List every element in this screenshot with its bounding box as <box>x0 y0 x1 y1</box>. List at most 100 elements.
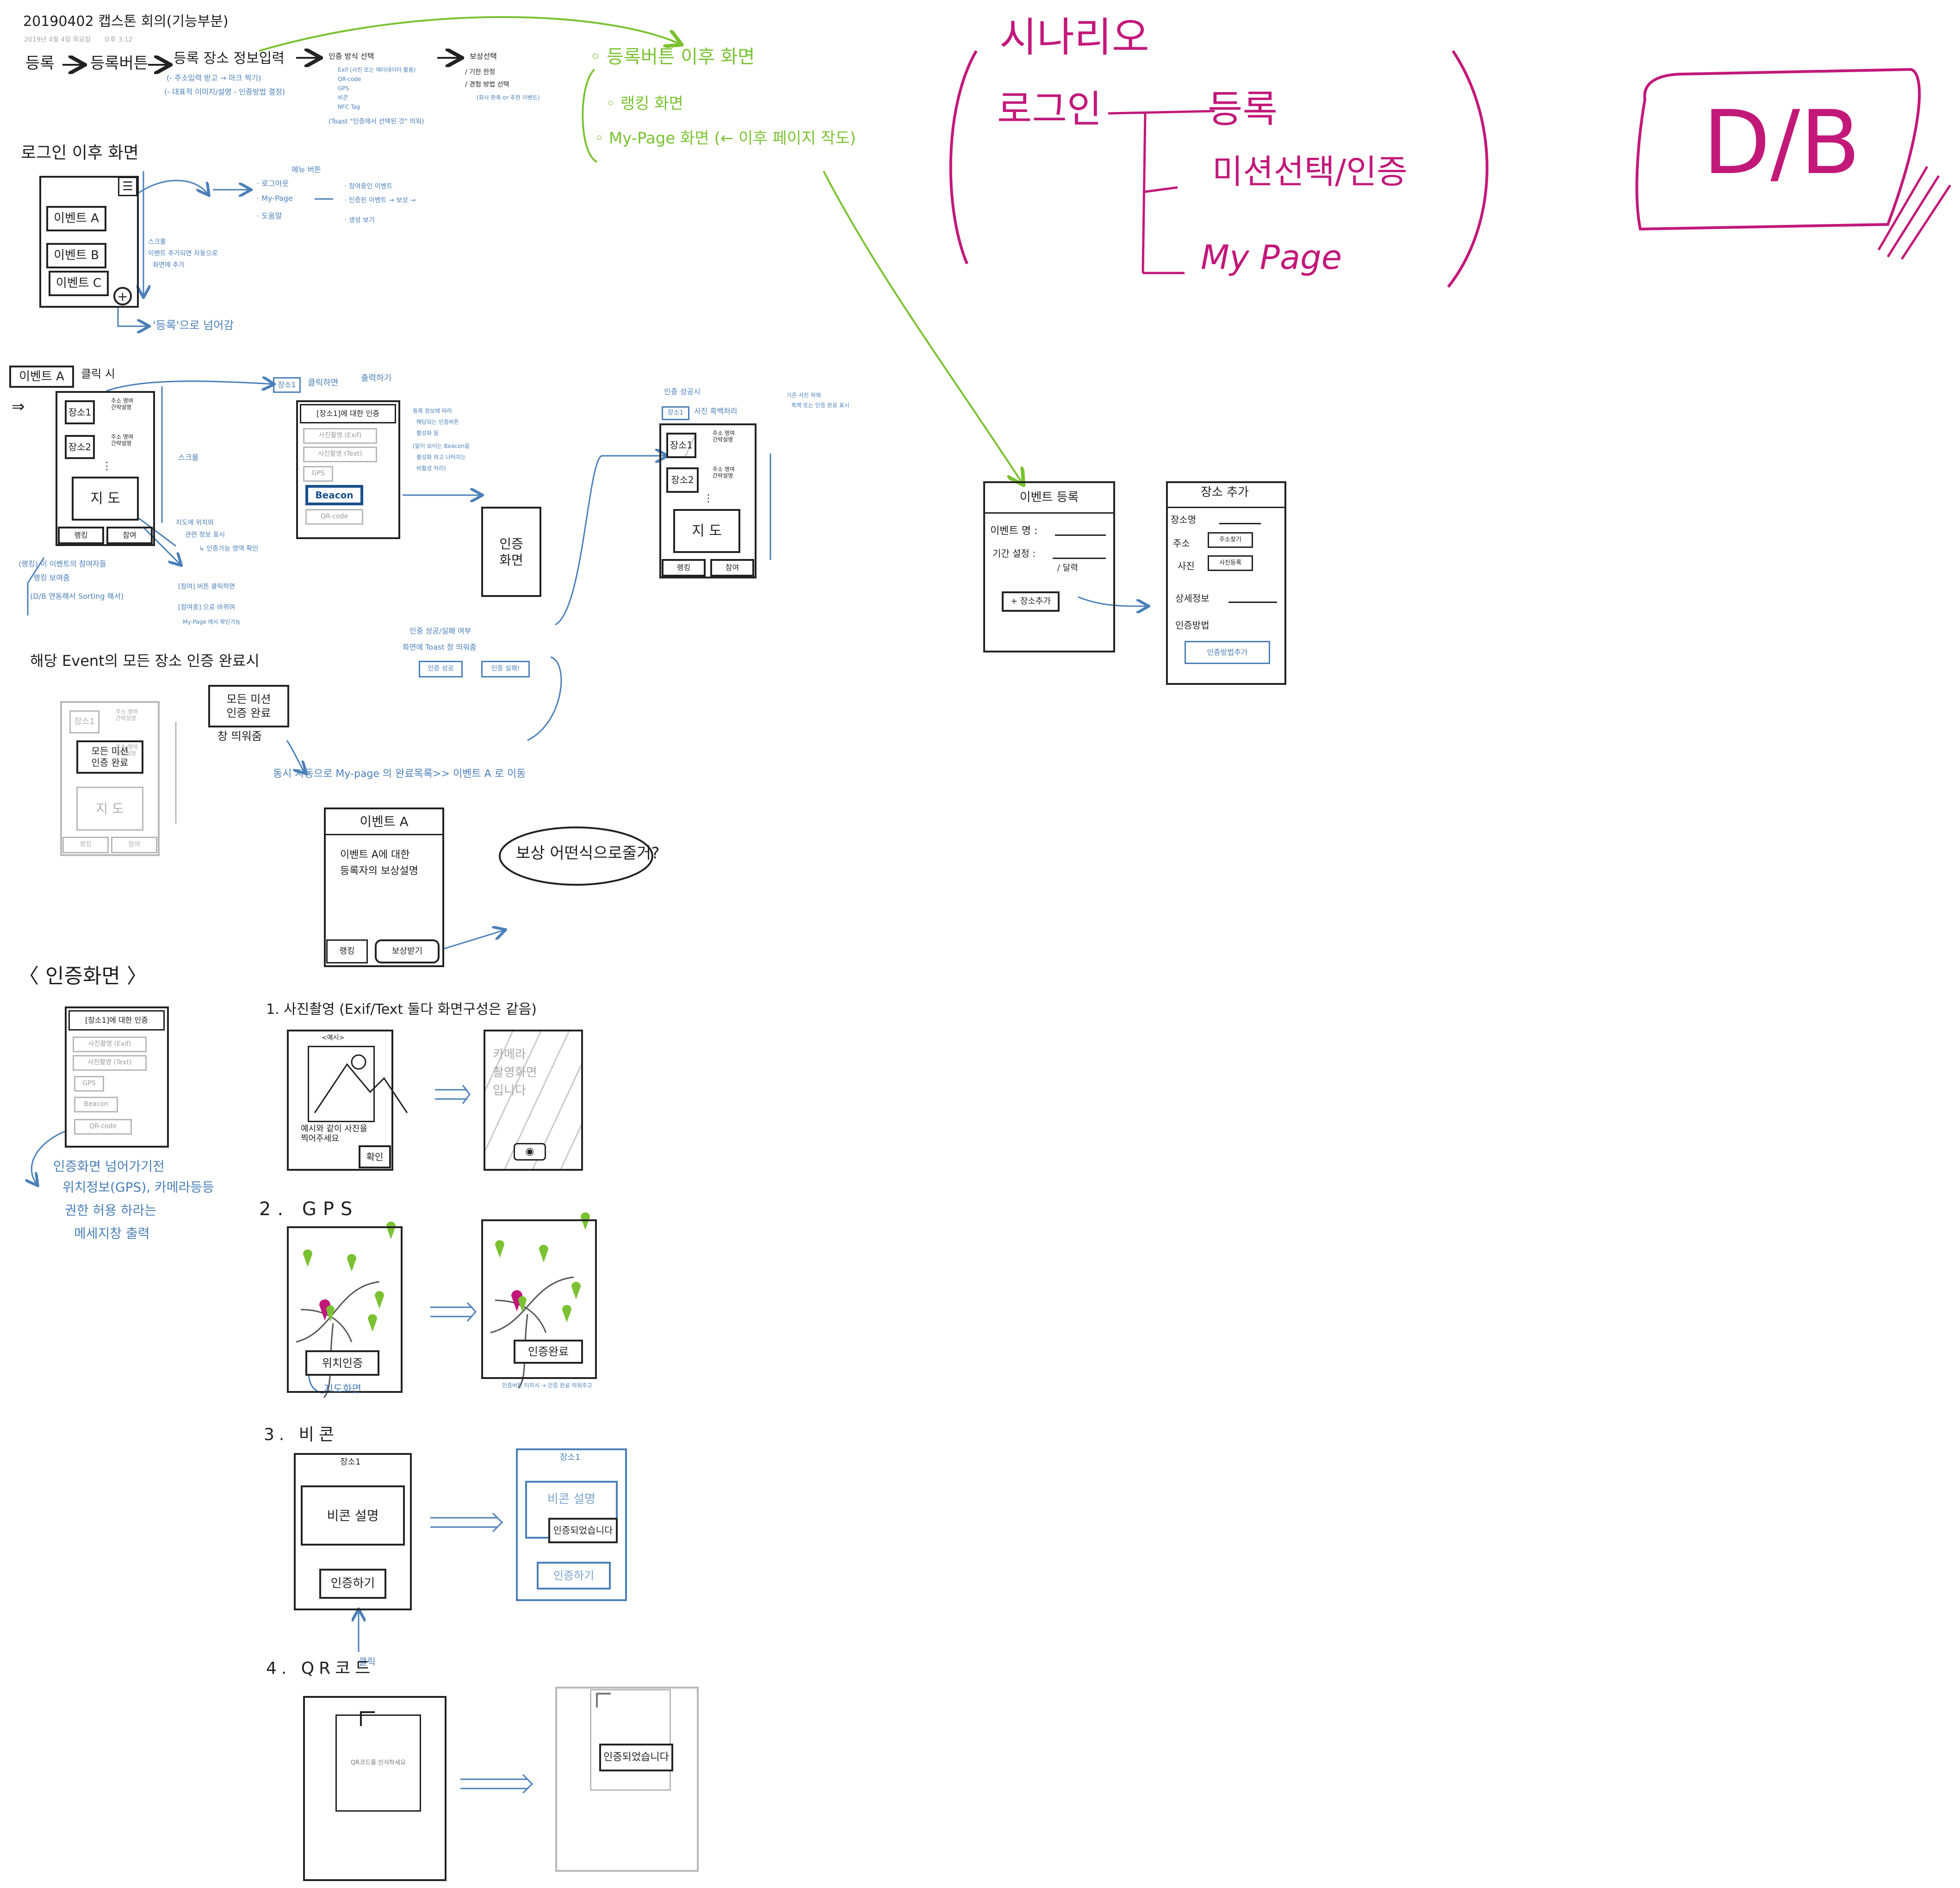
auth-list-exif[interactable]: 사진촬영 (Exif) <box>73 1037 147 1052</box>
ranking-note: (랭킹) 이 이벤트의 참여자들 <box>19 559 106 568</box>
after-place-1-desc: 주소 명여 간략설명 <box>713 430 735 443</box>
receive-reward-button[interactable]: 보상받기 <box>375 939 440 963</box>
event-a-click: 클릭 시 <box>81 367 115 380</box>
ranking-button[interactable]: 랭킹 <box>58 527 104 544</box>
auth-list-gps[interactable]: GPS <box>74 1076 104 1092</box>
upload-photo-button[interactable]: 사진등록 <box>1208 555 1253 571</box>
meta-time: 오후 3:12 <box>104 36 133 43</box>
beacon-done-toast: 인증되었습니다 <box>548 1518 618 1543</box>
auth-list-qr[interactable]: QR-code <box>74 1119 132 1135</box>
auth-list-text[interactable]: 사진촬영 (Text) <box>73 1055 147 1071</box>
menu-note-title: 메뉴 버튼 <box>292 165 321 174</box>
beacon-done-button[interactable]: 인증하기 <box>537 1562 611 1590</box>
event-complete-body: 이벤트 A에 대한 등록자의 보상설명 <box>340 849 418 877</box>
green-arc <box>259 16 680 52</box>
complete-ranking-button[interactable]: 랭킹 <box>326 939 368 963</box>
beacon-heading: 3. 비콘 <box>264 1425 339 1444</box>
auth-list-title: [장소1]에 대한 인증 <box>68 1010 165 1031</box>
scenario-close-paren <box>1447 50 1489 288</box>
calendar-button[interactable]: / 달력 <box>1057 563 1078 573</box>
register-period-input[interactable] <box>1053 558 1106 559</box>
gps-done-toast: 인증완료 <box>514 1340 583 1364</box>
detail-input[interactable] <box>1228 602 1277 603</box>
phone-after-auth <box>659 423 757 578</box>
place-2-desc: 주소 명여 간략설명 <box>111 434 133 447</box>
ghost-map: 지 도 <box>76 787 143 831</box>
place-2-thumb-after[interactable]: 장소2 <box>666 467 699 493</box>
reward-bubble-text: 보상 어떤식으로줄거? <box>516 844 660 863</box>
method-gps[interactable]: GPS <box>303 466 333 482</box>
method-qr[interactable]: QR-code <box>305 509 363 525</box>
method-text[interactable]: 사진촬영 (Text) <box>303 447 377 462</box>
method-exif[interactable]: 사진촬영 (Exif) <box>303 428 377 444</box>
photo-example-image <box>308 1046 375 1122</box>
register-name-input[interactable] <box>1055 534 1106 536</box>
place-1-thumb[interactable]: 장소1 <box>65 400 95 424</box>
beacon-auth-button[interactable]: 인증하기 <box>319 1569 386 1599</box>
event-a-card[interactable]: 이벤트 A <box>46 206 106 231</box>
photo-label: 사진 <box>1178 560 1195 571</box>
join-button[interactable]: 참여 <box>106 527 153 544</box>
place-click-note: 비활성 처리) <box>416 465 446 472</box>
photo-heading: 1. 사진촬영 (Exif/Text 둘다 화면구성은 같음) <box>266 1001 537 1018</box>
gps-pins-right <box>495 1212 590 1323</box>
after-auth-tag: 장소1 <box>662 406 689 420</box>
event-c-card[interactable]: 이벤트 C <box>49 271 109 296</box>
auth-permission-note: 위치정보(GPS), 카메라등등 <box>62 1180 214 1195</box>
ghost-phone <box>60 701 160 856</box>
join-note: [참여] 버튼 클릭하면 <box>178 583 235 590</box>
ranking-note: 랭킹 보여줌 <box>33 573 70 582</box>
after-auth-map[interactable]: 지 도 <box>673 509 740 553</box>
add-place-button[interactable]: + 장소추가 <box>1002 591 1060 612</box>
method-beacon[interactable]: Beacon <box>305 485 363 505</box>
after-join-button[interactable]: 참여 <box>710 559 754 577</box>
photo-example-desc: 예시와 같이 사진을 찍어주세요 <box>301 1124 367 1143</box>
place-auth-title: [장소1]에 대한 인증 <box>300 404 396 423</box>
scroll-note: 스크롤 <box>148 238 166 246</box>
all-done-popup-note: 창 띄워줌 <box>217 730 262 743</box>
event-a-scroll: 스크롤 <box>178 453 199 462</box>
after-ranking-button[interactable]: 랭킹 <box>662 559 706 577</box>
double-arrow-icon: ⇒ <box>12 397 25 416</box>
auth-permission-note: 메세지창 출력 <box>74 1226 150 1241</box>
after-auth-suffix: 사진 흑백처리 <box>694 407 738 416</box>
place-click-note: 활성화 됨 <box>416 430 439 436</box>
place-name-input[interactable] <box>1219 523 1261 524</box>
scenario-login: 로그인 <box>997 87 1102 131</box>
meta-date: 2019년 4월 4일 목요일 <box>24 36 91 43</box>
event-a-map[interactable]: 지 도 <box>72 477 139 521</box>
reward-bubble <box>499 826 653 886</box>
place-1-done-thumb[interactable]: 장소1 <box>666 433 696 458</box>
auth-list-beacon[interactable]: Beacon <box>74 1097 118 1112</box>
beacon-desc: 비콘 설명 <box>301 1485 405 1546</box>
camera-shutter-icon[interactable]: ◉ <box>514 1143 546 1161</box>
find-address-button[interactable]: 주소찾기 <box>1208 532 1253 548</box>
place-2-thumb[interactable]: 장소2 <box>65 435 95 459</box>
after-auth-side-note: 흑백 또는 인증 완료 표시 <box>791 402 850 409</box>
phone-place-auth <box>296 400 400 539</box>
place-click-subtitle: 출력하기 <box>361 373 392 383</box>
plus-note: '등록'으로 넘어감 <box>153 319 234 332</box>
after-login-heading: 로그인 이후 화면 <box>21 143 139 162</box>
all-done-popup: 모든 미션 인증 완료 <box>208 685 289 727</box>
phone-gps-done <box>481 1219 597 1379</box>
list-dots: ⋮ <box>703 493 713 504</box>
scroll-note: 화면에 추가 <box>153 261 185 269</box>
photo-confirm-button[interactable]: 확인 <box>359 1145 391 1168</box>
gps-done-note: 인증버튼 터치시 → 인증 완료 띄워주고 <box>502 1382 592 1389</box>
add-auth-method-button[interactable]: 인증방법추가 <box>1185 641 1270 664</box>
place-1-desc: 주소 명여 간략설명 <box>111 397 133 410</box>
green-item-2: ◦ 랭킹 화면 <box>606 94 683 113</box>
add-event-button[interactable]: + <box>113 287 132 305</box>
auth-success-toast: 인증 성공 <box>419 661 463 677</box>
event-b-card[interactable]: 이벤트 B <box>46 243 106 268</box>
menu-icon[interactable]: ☰ <box>118 177 137 196</box>
phone-auth-list <box>65 1006 169 1148</box>
list-dots: ⋮ <box>102 460 112 472</box>
map-note: 관련 정보 표시 <box>185 531 225 539</box>
gps-auth-button[interactable]: 위치인증 <box>305 1350 379 1376</box>
green-item-1: ◦ 등록버튼 이후 화면 <box>590 46 755 68</box>
flow-note-2: (- 대표적 이미지/설명 - 인증방법 결정) <box>164 87 285 96</box>
auth-screen-box: 인증 화면 <box>481 507 541 597</box>
auth-heading: 〈 인증화면 〉 <box>19 964 147 988</box>
